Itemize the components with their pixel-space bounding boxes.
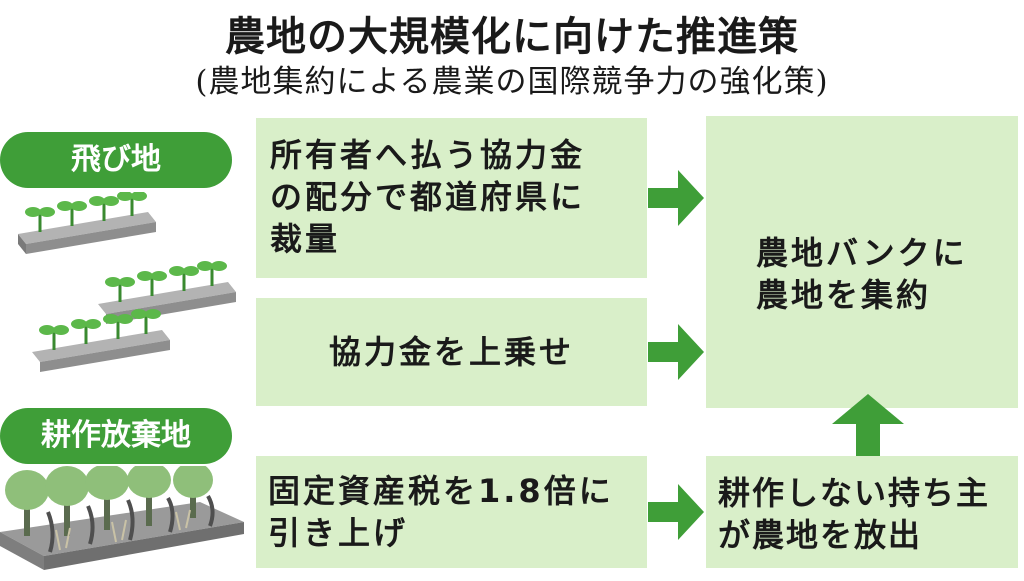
box-owner-release: 耕作しない持ち主 が農地を放出	[706, 456, 1018, 568]
label-abandoned-land: 耕作放棄地	[0, 408, 232, 464]
diagram-title: 農地の大規模化に向けた推進策	[225, 14, 799, 60]
plot-2	[98, 261, 236, 324]
label-scattered-land: 飛び地	[0, 132, 232, 188]
box-property-tax-increase: 固定資産税を1.8倍に 引き上げ	[256, 456, 647, 568]
scattered-plots-illustration	[18, 192, 236, 372]
box-text-line: が農地を放出	[718, 516, 923, 554]
box-text-line: 所有者へ払う協力金	[270, 136, 586, 174]
box-cooperation-fee-distribution: 所有者へ払う協力金 の配分で都道府県に 裁量	[256, 118, 647, 278]
arrow-up-icon	[832, 394, 904, 456]
box-text-line: 協力金を上乗せ	[328, 333, 574, 371]
box-text-line: 耕作しない持ち主	[718, 474, 991, 512]
arrow-right-icon	[648, 324, 704, 380]
diagram-subtitle: (農地集約による農業の国際競争力の強化策)	[195, 64, 829, 100]
abandoned-land-illustration	[0, 466, 244, 570]
box-farmland-bank: 農地バンクに 農地を集約	[706, 116, 1018, 408]
plot-1	[18, 192, 156, 254]
box-text-line: 農地バンクに	[756, 234, 968, 272]
plot-3	[32, 309, 170, 372]
arrow-right-icon	[648, 484, 704, 540]
box-fee-increase: 協力金を上乗せ	[256, 298, 647, 406]
box-text-line: の配分で都道府県に	[270, 178, 586, 216]
arrow-right-icon	[648, 170, 704, 226]
box-text-line: 固定資産税を1.8倍に	[268, 472, 614, 510]
box-text-line: 農地を集約	[756, 276, 932, 314]
box-text-line: 裁量	[270, 220, 341, 258]
box-text-line: 引き上げ	[268, 514, 409, 552]
